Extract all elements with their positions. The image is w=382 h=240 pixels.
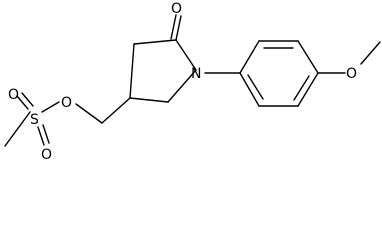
sulfonyl-group xyxy=(4,92,60,147)
structure-diagram: O N O O S O O xyxy=(4,1,381,163)
carbonyl-double-bond xyxy=(170,14,182,41)
benzene-ring xyxy=(239,40,319,107)
ester-oxygen-label: O xyxy=(61,95,72,111)
sulfonyl-oxygen-top-label: O xyxy=(8,87,19,103)
methoxy-group xyxy=(317,41,381,74)
sulfur-label: S xyxy=(30,112,39,128)
pyrrolidinone-ring xyxy=(129,39,197,103)
ch2-ester-linkage xyxy=(75,97,131,124)
carbonyl-oxygen-label: O xyxy=(171,1,182,17)
sulfonyl-oxygen-bottom-label: O xyxy=(41,147,52,163)
ring-nitrogen-label: N xyxy=(191,66,201,82)
methoxy-oxygen-label: O xyxy=(346,66,357,82)
